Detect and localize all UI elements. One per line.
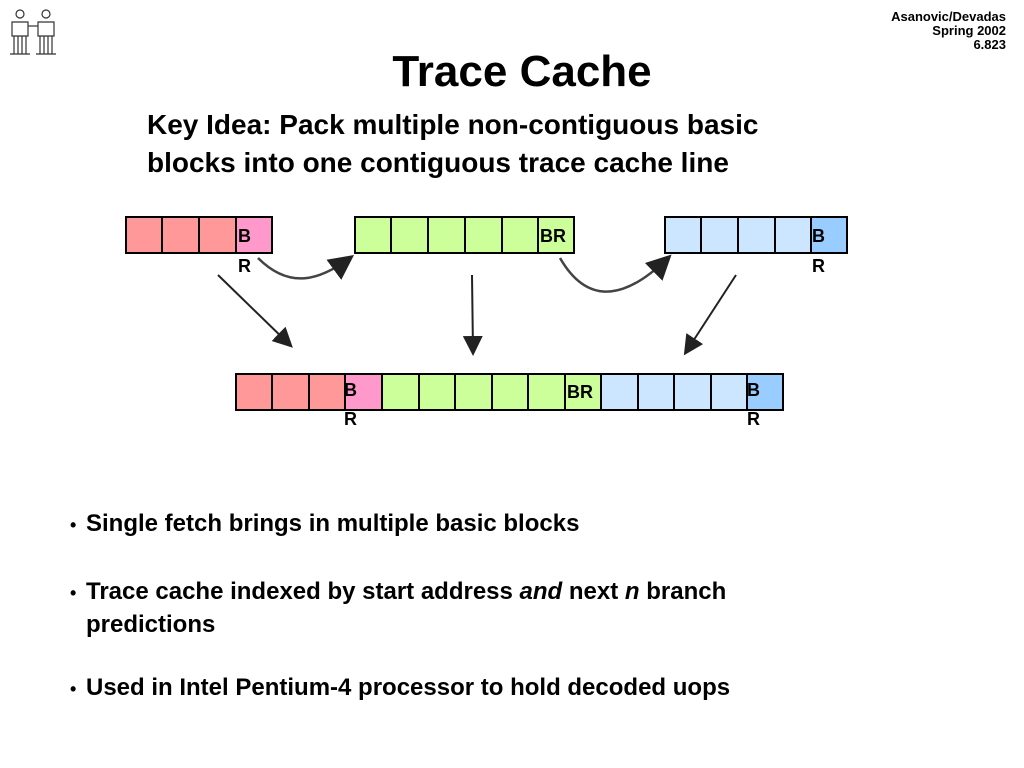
bullet-dot: • <box>70 679 77 699</box>
header-course: 6.823 <box>973 37 1006 52</box>
branch-connector <box>257 255 355 280</box>
bullet-emphasis: and <box>519 578 563 605</box>
branch-label: B <box>812 226 825 246</box>
slide-title: Trace Cache <box>392 47 652 96</box>
bullet-text: Trace cache indexed by start address <box>86 578 520 605</box>
bullet-text: next <box>562 578 625 605</box>
subtitle-line-2: blocks into one contiguous trace cache l… <box>147 147 729 178</box>
bullet-item: • Single fetch brings in multiple basic b… <box>70 508 579 541</box>
mit-logo <box>10 9 56 55</box>
branch-label: R <box>747 409 760 429</box>
basic-block-red: B R <box>125 216 273 276</box>
bullet-text-continued: predictions <box>86 611 216 638</box>
branch-label: BR <box>540 226 566 246</box>
branch-label: BR <box>567 382 593 402</box>
branch-label: B <box>238 226 251 246</box>
header-term: Spring 2002 <box>932 23 1006 38</box>
bullet-item: • Used in Intel Pentium-4 processor to ho… <box>70 672 730 705</box>
bullet-text: branch <box>639 578 727 605</box>
trace-cache-line: B R BR B R <box>235 373 784 429</box>
header-info: Asanovic/Devadas Spring 2002 6.823 <box>891 10 1006 52</box>
basic-block-green: BR <box>354 216 575 254</box>
bullet-dot: • <box>70 583 77 603</box>
pack-arrow <box>462 274 483 356</box>
subtitle-line-1: Key Idea: Pack multiple non-contiguous b… <box>147 109 759 140</box>
bullet-item: • Trace cache indexed by start address an… <box>70 576 726 641</box>
basic-block-blue: B R <box>664 216 848 276</box>
bullet-emphasis: n <box>624 578 640 605</box>
header-authors: Asanovic/Devadas <box>891 9 1006 24</box>
slide-subtitle: Key Idea: Pack multiple non-contiguous b… <box>147 106 947 182</box>
branch-label: R <box>238 256 251 276</box>
pack-arrow <box>217 274 293 348</box>
branch-label: R <box>344 409 357 429</box>
branch-connector <box>558 254 672 293</box>
branch-label: R <box>812 256 825 276</box>
bullet-text: Used in Intel Pentium-4 processor to hol… <box>86 674 731 701</box>
branch-label: B <box>747 380 760 400</box>
pack-arrow <box>683 274 737 356</box>
bullet-text: Single fetch brings in multiple basic bl… <box>86 510 580 537</box>
branch-label: B <box>344 380 357 400</box>
bullet-dot: • <box>70 515 77 535</box>
